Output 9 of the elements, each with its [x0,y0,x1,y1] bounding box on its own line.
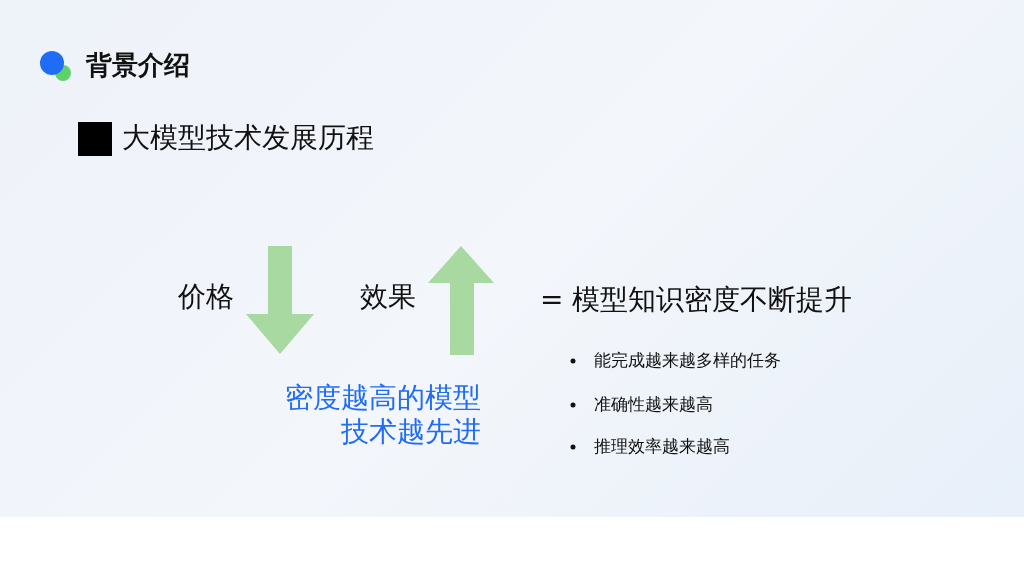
bullet-text: 准确性越来越高 [594,394,713,415]
title: 背景介绍 [86,50,190,82]
effect-label: 效果 [360,280,416,314]
bullet-text: 推理效率越来越高 [594,436,730,457]
statement: = 模型知识密度不断提升 [540,283,853,317]
bullet-text: 能完成越来越多样的任务 [594,350,781,371]
note-text: 密度越高的模型技术越先进 [284,381,481,449]
price-label: 价格 [178,280,234,314]
subtitle: 大模型技术发展历程 [122,121,374,155]
